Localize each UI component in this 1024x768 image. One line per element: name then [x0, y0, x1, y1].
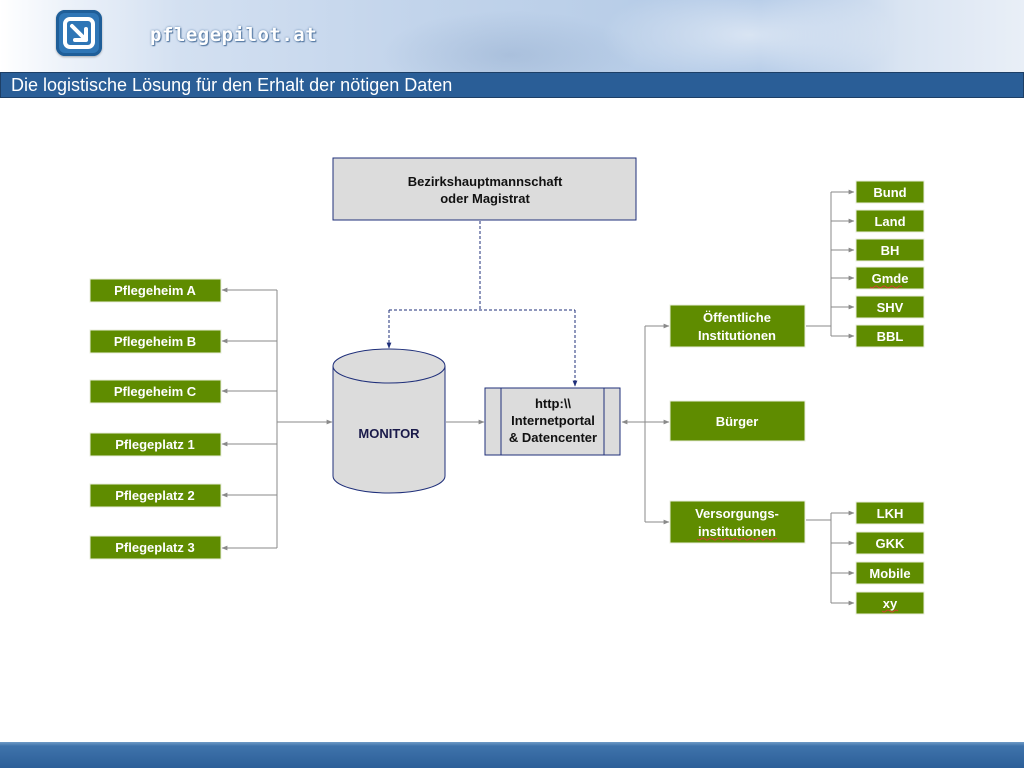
target-box-gkk: GKK	[855, 531, 925, 555]
public-targets-list: Bund Land BH Gmde SHV BBL	[855, 180, 925, 348]
home-label: Pflegeplatz 3	[115, 540, 194, 555]
home-label: Pflegeheim A	[114, 283, 196, 298]
target-box-mobile: Mobile	[855, 561, 925, 585]
target-label: BH	[881, 243, 900, 258]
home-box-a: Pflegeheim A	[89, 278, 222, 303]
public-institutions-label-line2: Institutionen	[698, 328, 776, 343]
target-label: xy	[883, 596, 898, 611]
place-box-1: Pflegeplatz 1	[89, 432, 222, 457]
spellcheck-underline	[869, 285, 903, 289]
footer-bar	[0, 742, 1024, 768]
target-box-bbl: BBL	[855, 324, 925, 348]
authority-box: Bezirkshauptmannschaft oder Magistrat	[332, 157, 637, 221]
care-institutions-label-line2: institutionen	[698, 524, 776, 539]
portal-label-line1: http:\\	[535, 396, 571, 411]
care-targets-list: LKH GKK Mobile xy	[855, 501, 925, 615]
portal-box: http:\\ Internetportal & Datencenter	[484, 387, 621, 456]
target-label: Mobile	[869, 566, 910, 581]
target-box-gmde: Gmde	[855, 266, 925, 290]
target-label: Gmde	[872, 271, 909, 286]
monitor-database: MONITOR	[332, 348, 446, 494]
monitor-label: MONITOR	[358, 426, 420, 441]
place-box-3: Pflegeplatz 3	[89, 535, 222, 560]
target-box-xy: xy	[855, 591, 925, 615]
header-banner: pflegepilot.at	[0, 0, 1024, 72]
portal-right-connectors	[621, 323, 670, 525]
target-label: GKK	[876, 536, 906, 551]
care-homes-list: Pflegeheim A Pflegeheim B Pflegeheim C P…	[89, 278, 222, 560]
target-box-bund: Bund	[855, 180, 925, 204]
banner-glow	[600, 0, 900, 72]
page-title: Die logistische Lösung für den Erhalt de…	[11, 75, 453, 95]
target-label: SHV	[877, 300, 904, 315]
arrow-down-right-icon	[63, 17, 95, 49]
home-label: Pflegeheim C	[114, 384, 197, 399]
care-institutions-box: Versorgungs- institutionen	[669, 500, 806, 544]
authority-label-line1: Bezirkshauptmannschaft	[408, 174, 563, 189]
public-institutions-label-line1: Öffentliche	[703, 310, 771, 325]
target-box-bh: BH	[855, 238, 925, 262]
page-title-bar: Die logistische Lösung für den Erhalt de…	[0, 72, 1024, 98]
home-box-c: Pflegeheim C	[89, 379, 222, 404]
home-label: Pflegeplatz 1	[115, 437, 194, 452]
portal-label-line2: Internetportal	[511, 413, 595, 428]
spellcheck-underline	[696, 537, 778, 541]
home-connectors	[221, 287, 333, 551]
portal-label-line3: & Datencenter	[509, 430, 597, 445]
care-targets-connectors	[806, 510, 855, 606]
spellcheck-underline	[881, 609, 899, 613]
home-label: Pflegeheim B	[114, 334, 196, 349]
logo	[56, 10, 102, 56]
home-label: Pflegeplatz 2	[115, 488, 194, 503]
target-box-shv: SHV	[855, 295, 925, 319]
target-label: Land	[874, 214, 905, 229]
citizen-label: Bürger	[716, 414, 759, 429]
home-box-b: Pflegeheim B	[89, 329, 222, 354]
target-label: BBL	[877, 329, 904, 344]
authority-label-line2: oder Magistrat	[440, 191, 530, 206]
public-institutions-box: Öffentliche Institutionen	[669, 304, 806, 348]
citizen-box: Bürger	[669, 400, 806, 442]
brand-name: pflegepilot.at	[150, 24, 318, 46]
public-targets-connectors	[806, 189, 855, 339]
target-box-lkh: LKH	[855, 501, 925, 525]
target-label: Bund	[873, 185, 906, 200]
banner-shading	[380, 10, 640, 72]
authority-dashed-connectors	[386, 221, 578, 387]
target-box-land: Land	[855, 209, 925, 233]
care-institutions-label-line1: Versorgungs-	[695, 506, 779, 521]
target-label: LKH	[877, 506, 904, 521]
place-box-2: Pflegeplatz 2	[89, 483, 222, 508]
